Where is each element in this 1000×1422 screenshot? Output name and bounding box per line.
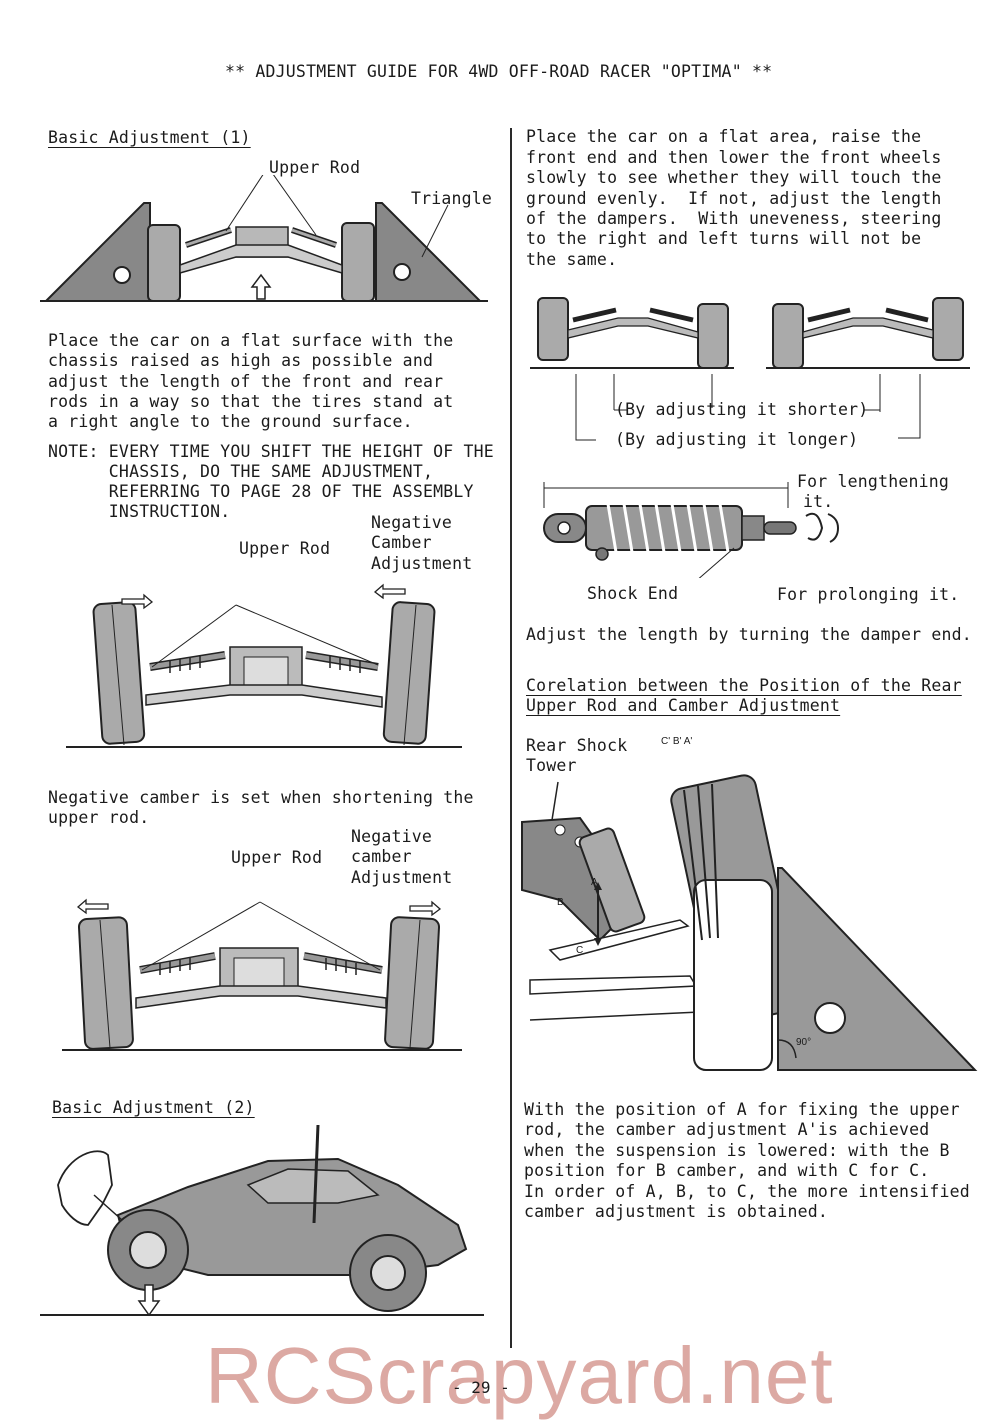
note-line-2: CHASSIS, DO THE SAME ADJUSTMENT,: [48, 462, 434, 481]
label-top-letters: C' B' A': [661, 736, 693, 747]
label-negative-2: Negative: [351, 827, 433, 846]
page-header: ** ADJUSTMENT GUIDE FOR 4WD OFF-ROAD RAC…: [225, 62, 773, 81]
watermark: RCScrapyard.net: [205, 1331, 834, 1420]
label-adjustment: Adjustment: [371, 554, 473, 573]
paragraph-right-3-line-2: rod, the camber adjustment A'is achieved: [524, 1120, 930, 1139]
column-divider: [510, 128, 512, 1348]
paragraph-right-3-line-1: With the position of A for fixing the up…: [524, 1100, 960, 1119]
page-number: - 29 -: [452, 1378, 510, 1397]
note-line-4: INSTRUCTION.: [48, 502, 231, 521]
paragraph-right-1-line-3: slowly to see whether they will touch th…: [526, 168, 942, 187]
figure-front-wheels-touch: [530, 297, 970, 441]
paragraph-left-1-line-5: a right angle to the ground surface.: [48, 412, 413, 431]
figure-chassis-triangles: [40, 175, 488, 302]
label-it: it.: [803, 492, 834, 511]
paragraph-adjust-length: Adjust the length by turning the damper …: [526, 625, 972, 644]
label-adjustment-2: Adjustment: [351, 868, 453, 887]
paragraph-left-1-line-4: rods in a way so that the tires stand at: [48, 392, 454, 411]
label-for-prolonging: For prolonging it.: [777, 585, 960, 604]
figure-rear-upper-rod: [521, 774, 978, 1071]
paragraph-right-1-line-7: the same.: [526, 250, 618, 269]
label-90-degrees: 90°: [796, 1037, 812, 1048]
section-title-corelation-line-2: Upper Rod and Camber Adjustment: [526, 696, 841, 715]
label-upper-rod: Upper Rod: [269, 158, 361, 177]
label-camber-2: camber: [351, 847, 412, 866]
paragraph-right-3-line-3: when the suspension is lowered: with the…: [524, 1141, 950, 1160]
note-line-1: NOTE: EVERY TIME YOU SHIFT THE HEIGHT OF…: [48, 442, 494, 461]
label-upper-rod-2: Upper Rod: [239, 539, 331, 558]
figure-buggy-side-view: [40, 1125, 484, 1317]
paragraph-right-1-line-2: front end and then lower the front wheel…: [526, 148, 942, 167]
label-rear-shock: Rear Shock: [526, 736, 628, 755]
paragraph-left-2-line-2: upper rod.: [48, 808, 150, 827]
label-adjust-longer: (By adjusting it longer): [615, 430, 859, 449]
note-line-3: REFERRING TO PAGE 28 OF THE ASSEMBLY: [48, 482, 474, 501]
label-adjust-shorter: (By adjusting it shorter): [615, 400, 869, 419]
label-upper-rod-3: Upper Rod: [231, 848, 323, 867]
label-a: A: [591, 877, 598, 888]
paragraph-right-1-line-4: ground evenly. If not, adjust the length: [526, 189, 942, 208]
paragraph-left-1-line-3: adjust the length of the front and rear: [48, 372, 444, 391]
paragraph-right-3-line-4: position for B camber, and with C for C.: [524, 1161, 930, 1180]
label-for-lengthening: For lengthening: [797, 472, 950, 491]
paragraph-left-2-line-1: Negative camber is set when shortening t…: [48, 788, 474, 807]
paragraph-left-1-line-1: Place the car on a flat surface with the: [48, 331, 454, 350]
label-negative: Negative: [371, 513, 453, 532]
paragraph-right-3-line-5: In order of A, B, to C, the more intensi…: [524, 1182, 970, 1201]
paragraph-right-3-line-6: camber adjustment is obtained.: [524, 1202, 829, 1221]
label-tower: Tower: [526, 756, 577, 775]
figure-negative-camber-1: [66, 583, 462, 748]
label-triangle: Triangle: [411, 189, 493, 208]
paragraph-right-1-line-5: of the dampers. With uneveness, steering: [526, 209, 942, 228]
figure-negative-camber-2: [62, 898, 462, 1051]
label-shock-end: Shock End: [587, 584, 679, 603]
paragraph-left-1-line-2: chassis raised as high as possible and: [48, 351, 434, 370]
section-title-basic-adjustment-2: Basic Adjustment (2): [52, 1098, 255, 1117]
figure-shock-absorber: [543, 482, 840, 578]
section-title-corelation-line-1: Corelation between the Position of the R…: [526, 676, 962, 695]
paragraph-right-1-line-6: to the right and left turns will not be: [526, 229, 922, 248]
label-camber: Camber: [371, 533, 432, 552]
label-b: B: [557, 897, 564, 908]
section-title-basic-adjustment-1: Basic Adjustment (1): [48, 128, 251, 147]
label-c: C: [576, 945, 584, 956]
paragraph-right-1-line-1: Place the car on a flat area, raise the: [526, 127, 922, 146]
